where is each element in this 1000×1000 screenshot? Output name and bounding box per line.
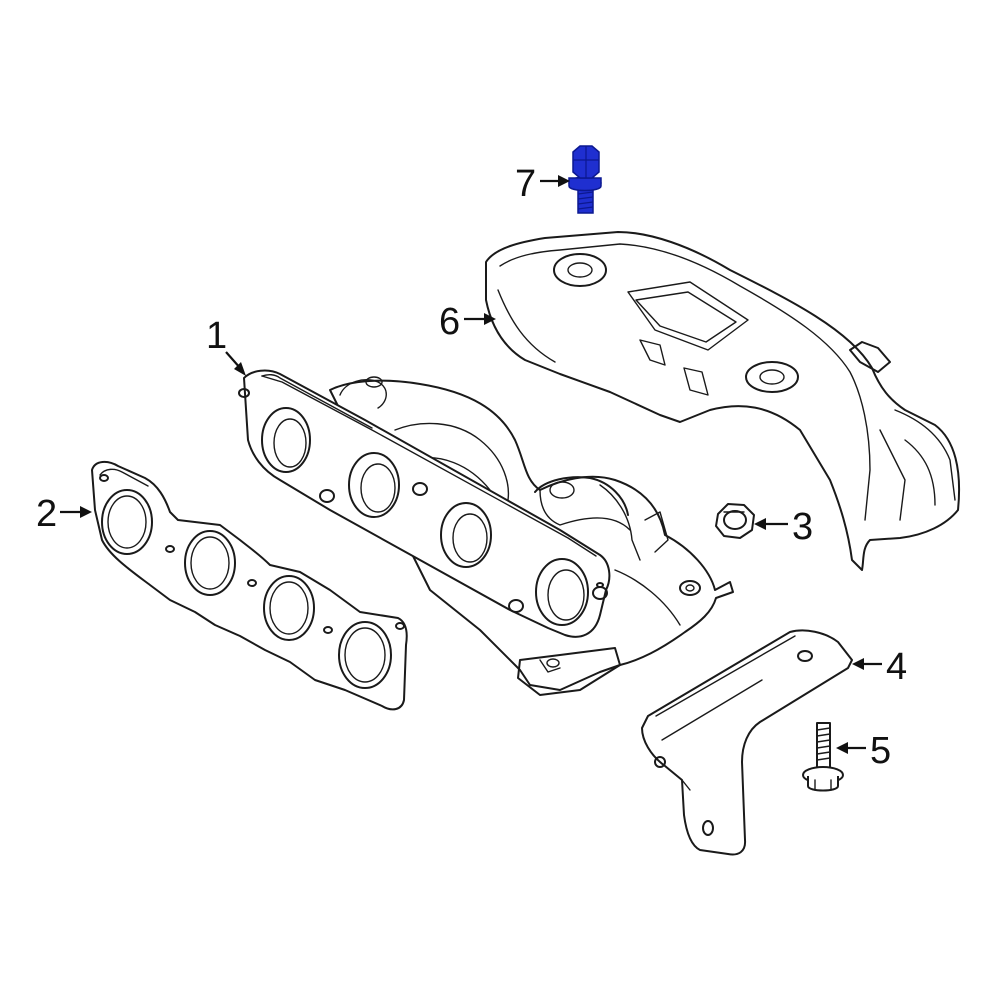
arrowhead-5 — [836, 742, 848, 754]
manifold-gasket-part-2[interactable] — [91, 460, 408, 711]
arrowhead-7 — [558, 175, 570, 187]
arrowhead-1 — [234, 362, 246, 376]
callout-7: 7 — [515, 163, 536, 205]
callout-3: 3 — [792, 506, 813, 548]
callout-5: 5 — [870, 730, 891, 772]
heat-shield-part-6[interactable] — [485, 231, 961, 571]
callout-2: 2 — [36, 493, 57, 535]
arrowhead-3 — [754, 518, 766, 530]
flange-bolt-part-5[interactable] — [802, 722, 844, 792]
arrowhead-4 — [852, 658, 864, 670]
exhaust-manifold-part-1[interactable] — [238, 369, 734, 696]
callout-6: 6 — [439, 301, 460, 343]
callout-arrows — [60, 175, 882, 754]
arrowhead-2 — [80, 506, 92, 518]
support-bracket-part-4[interactable] — [641, 629, 853, 856]
callout-1: 1 — [206, 315, 227, 357]
callout-4: 4 — [886, 646, 907, 688]
flange-nut-part-3[interactable] — [715, 503, 755, 539]
callout-labels: 1 2 3 4 5 6 7 — [36, 163, 907, 772]
stud-bolt-part-7-highlighted[interactable] — [568, 145, 602, 214]
arrowhead-6 — [484, 313, 496, 325]
